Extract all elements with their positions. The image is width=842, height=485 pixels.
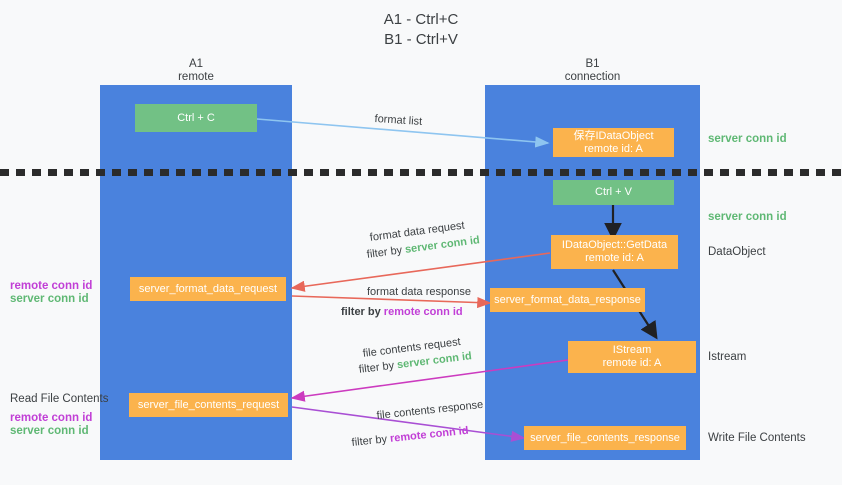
label-read-file-contents: Read File Contents [10, 393, 109, 405]
node-ctrl-v-label: Ctrl + V [595, 186, 632, 198]
caption-format-data-response-filter-value: remote conn id [383, 306, 463, 318]
caption-format-data-response-filter-prefix: filter by [341, 306, 384, 318]
label-server-conn-id-mid: server conn id [708, 211, 787, 223]
label-left-remote-conn-id-2: remote conn id [10, 412, 93, 424]
node-server-file-contents-request[interactable]: server_file_contents_request [129, 393, 288, 417]
node-server-format-data-response[interactable]: server_format_data_response [490, 288, 645, 312]
node-save-idataobject-line2: remote id: A [584, 142, 643, 155]
phase-separator [0, 169, 842, 176]
node-istream-line1: IStream [612, 344, 652, 356]
label-left-remote-conn-id-1: remote conn id [10, 280, 93, 292]
lane-a1-name: A1 [188, 58, 204, 70]
caption-file-contents-response: file contents response [376, 398, 484, 422]
node-istream-line2: remote id: A [602, 357, 662, 369]
caption-file-contents-response-filter-value: remote conn id [389, 424, 470, 445]
title-line-2: B1 - Ctrl+V [384, 31, 458, 48]
label-istream: Istream [708, 351, 747, 363]
node-save-idataobject-line1: 保存IDataObject [573, 129, 654, 142]
diagram-title: A1 - Ctrl+C B1 - Ctrl+V [0, 10, 842, 50]
node-server-format-data-request[interactable]: server_format_data_request [130, 277, 286, 301]
node-ctrl-c-label: Ctrl + C [177, 111, 215, 124]
label-write-file-contents: Write File Contents [708, 432, 806, 444]
node-server-file-contents-response[interactable]: server_file_contents_response [524, 426, 686, 450]
caption-file-contents-request-filter-prefix: filter by [358, 359, 398, 376]
title-line-1: A1 - Ctrl+C [383, 11, 459, 28]
node-ctrl-c[interactable]: Ctrl + C [135, 104, 257, 132]
node-istream[interactable]: IStream remote id: A [568, 341, 696, 373]
node-server-format-data-response-label: server_format_data_response [494, 293, 641, 306]
node-ctrl-v[interactable]: Ctrl + V [553, 180, 674, 205]
label-left-server-conn-id-2: server conn id [10, 425, 89, 437]
lane-b1-name: B1 [585, 58, 600, 70]
node-server-file-contents-request-label: server_file_contents_request [137, 398, 280, 411]
caption-file-contents-response-filter-prefix: filter by [351, 432, 391, 449]
node-getdata-line1: IDataObject::GetData [561, 239, 668, 251]
caption-format-data-response-filter: filter by remote conn id [341, 305, 463, 319]
node-getdata-line2: remote id: A [585, 252, 644, 264]
caption-format-data-response: format data response [367, 286, 471, 298]
node-idataobject-getdata[interactable]: IDataObject::GetData remote id: A [551, 235, 678, 269]
caption-format-list: format list [374, 112, 423, 128]
label-left-server-conn-id-1: server conn id [10, 293, 89, 305]
node-save-idataobject[interactable]: 保存IDataObject remote id: A [553, 128, 674, 157]
lane-header-b1: B1 connection [485, 58, 700, 84]
caption-file-contents-response-filter: filter by remote conn id [351, 424, 469, 450]
node-server-format-data-request-label: server_format_data_request [138, 282, 278, 295]
caption-format-data-request-filter-prefix: filter by [366, 243, 406, 261]
lane-header-a1: A1 remote [100, 58, 292, 84]
node-server-file-contents-response-label: server_file_contents_response [530, 431, 680, 444]
lane-b1-sub: connection [564, 71, 621, 83]
label-server-conn-id-top: server conn id [708, 133, 787, 145]
label-dataobject: DataObject [708, 246, 766, 258]
lane-a1-sub: remote [178, 71, 214, 83]
